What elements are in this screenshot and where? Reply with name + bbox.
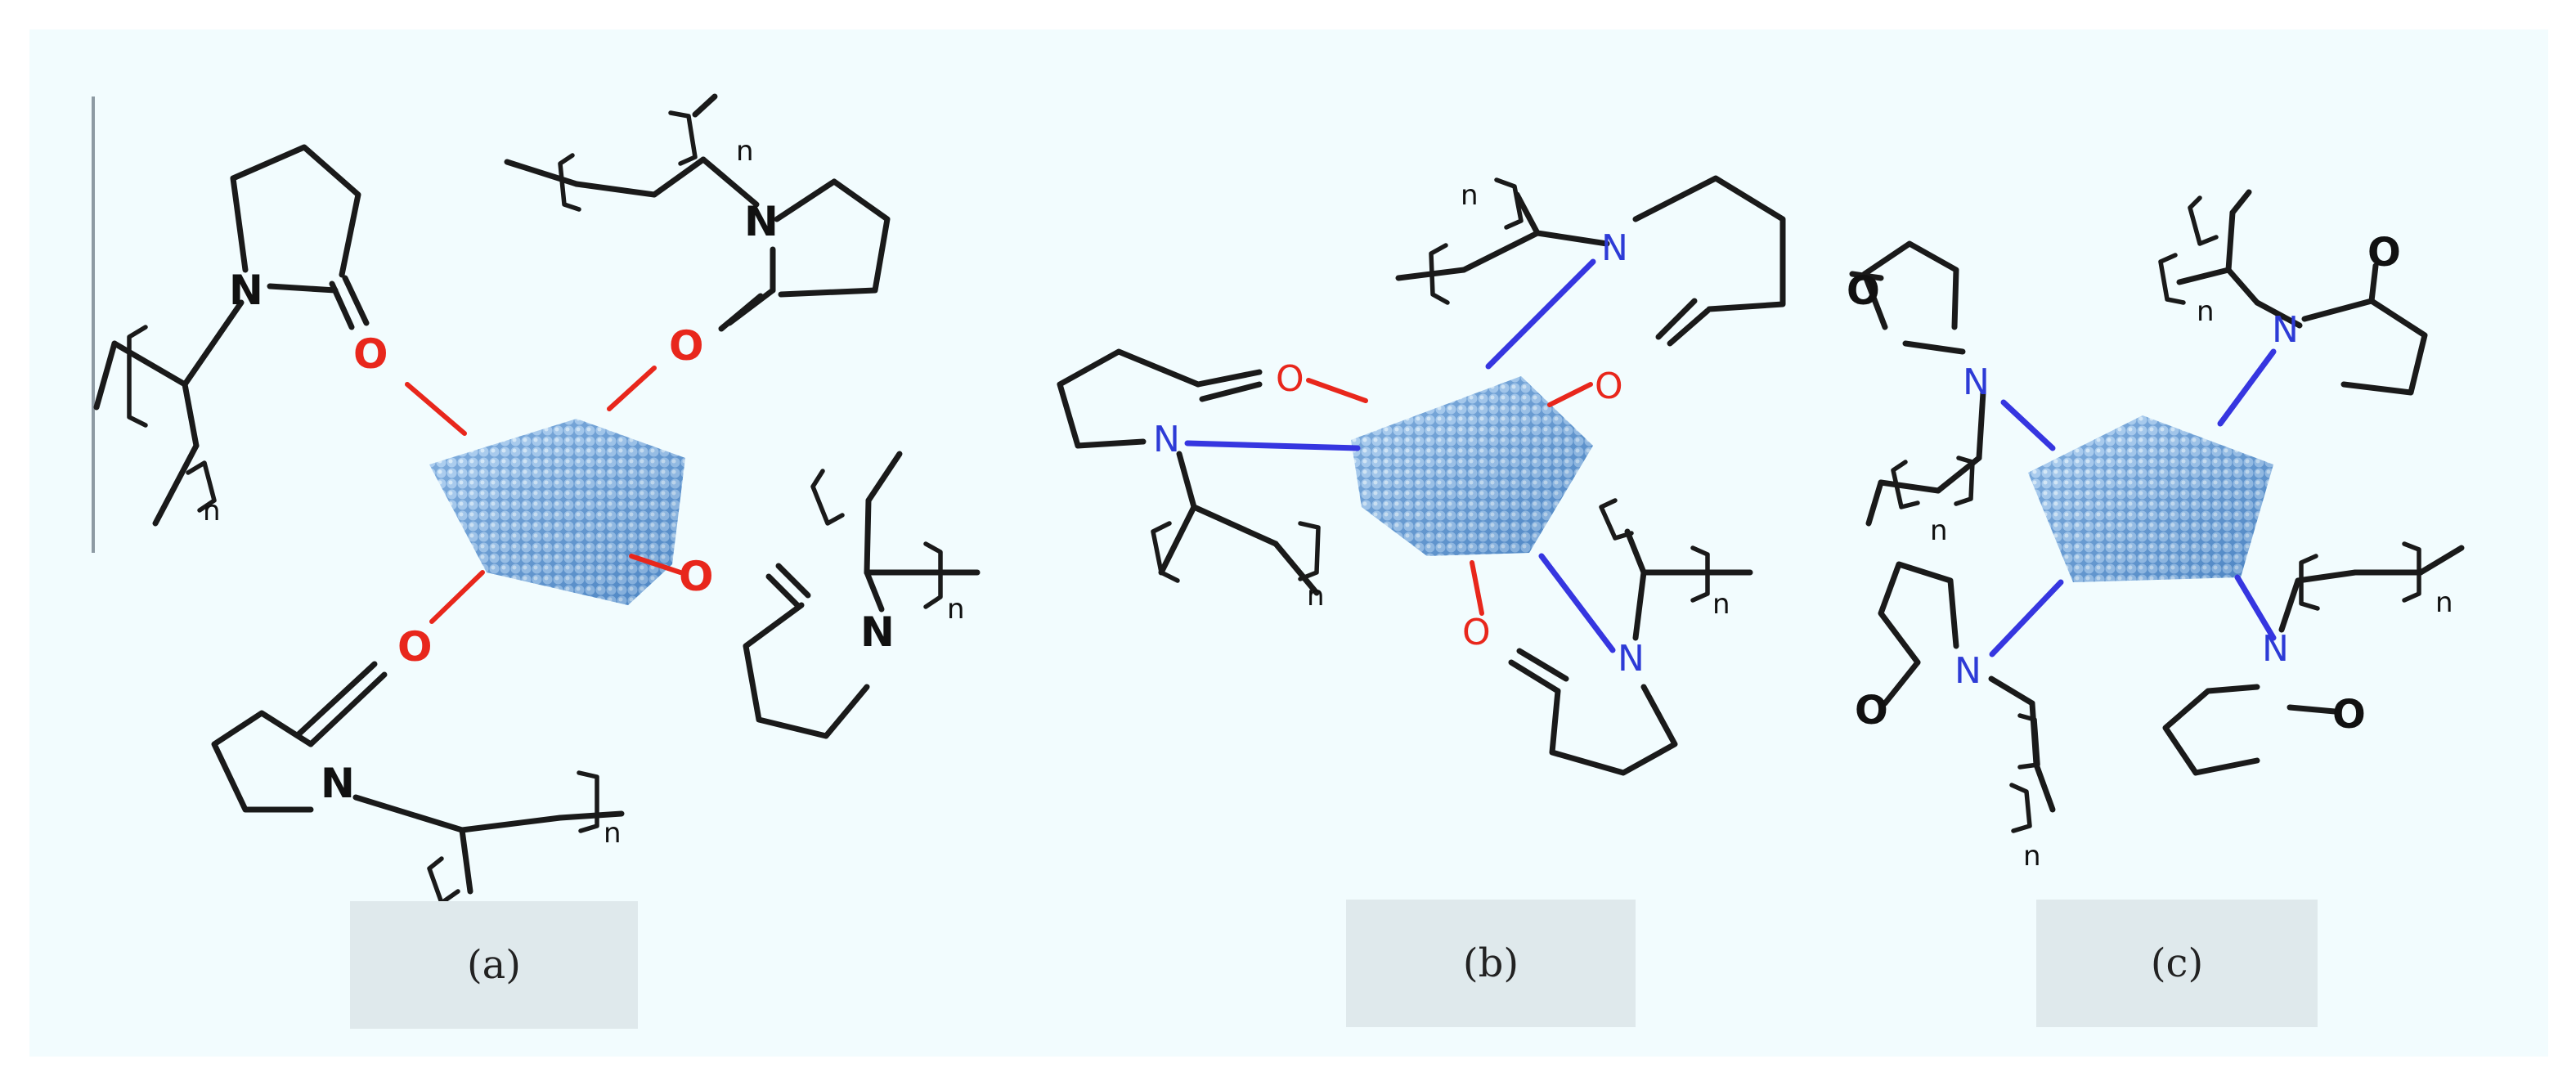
svg-text:n: n — [203, 495, 221, 527]
pvp-unit-a2: N O n — [504, 93, 891, 411]
nanoparticle-b — [1351, 376, 1593, 556]
svg-text:n: n — [2435, 586, 2453, 619]
svg-text:O: O — [1595, 366, 1623, 407]
svg-text:N: N — [860, 608, 895, 656]
svg-text:N: N — [321, 760, 355, 807]
pvp-unit-a1: N O n — [93, 144, 467, 527]
svg-text:N: N — [2262, 628, 2289, 670]
svg-text:n: n — [1712, 588, 1730, 621]
caption-a: (a) — [350, 901, 638, 1029]
panel-c: N O n N O n — [1847, 189, 2465, 873]
svg-text:N: N — [744, 198, 779, 245]
svg-text:N: N — [1954, 650, 1981, 692]
svg-text:N: N — [1153, 419, 1180, 460]
svg-text:N: N — [1601, 227, 1628, 269]
nanoparticle-c — [2028, 415, 2273, 582]
pvp-unit-c4: N O n — [2162, 541, 2465, 776]
pvp-unit-a4: N O n — [211, 570, 625, 905]
svg-text:O: O — [2332, 692, 2366, 738]
svg-text:n: n — [604, 817, 622, 850]
svg-text:n: n — [1930, 514, 1948, 547]
svg-text:n: n — [736, 135, 754, 168]
panel-b: N O n N O n — [1057, 175, 1786, 776]
svg-text:O: O — [1855, 688, 1888, 734]
caption-a-label: (a) — [466, 942, 522, 988]
svg-text:O: O — [397, 623, 433, 671]
pvp-unit-b3: N O n — [1462, 498, 1753, 776]
svg-text:n: n — [1307, 580, 1325, 613]
svg-text:N: N — [1963, 361, 1990, 403]
panel-a: N O n N O n — [93, 93, 981, 905]
caption-b-label: (b) — [1462, 940, 1519, 986]
nanoparticle-a — [429, 419, 685, 605]
svg-text:O: O — [1462, 612, 1491, 653]
svg-text:O: O — [669, 322, 704, 370]
caption-c-label: (c) — [2150, 940, 2204, 986]
svg-text:N: N — [1618, 638, 1645, 680]
pvp-unit-c3: N O n — [1855, 561, 2064, 873]
svg-text:n: n — [947, 593, 965, 626]
caption-c: (c) — [2036, 900, 2318, 1027]
pvp-unit-c1: N O n — [2158, 189, 2428, 427]
svg-text:O: O — [353, 330, 388, 378]
svg-text:O: O — [1276, 358, 1304, 400]
svg-text:N: N — [229, 267, 263, 314]
pvp-unit-b1: N O n — [1057, 348, 1368, 613]
svg-text:O: O — [2367, 230, 2401, 276]
svg-text:n: n — [2197, 295, 2215, 328]
svg-text:N: N — [2272, 309, 2299, 351]
caption-b: (b) — [1346, 900, 1636, 1027]
svg-text:O: O — [1847, 268, 1880, 314]
svg-text:n: n — [1461, 179, 1479, 212]
pvp-unit-a3: N O n — [629, 451, 981, 739]
pvp-unit-b2: N O n — [1395, 175, 1786, 407]
pvp-unit-c2: N O n — [1847, 240, 2056, 547]
svg-text:O: O — [679, 553, 714, 600]
svg-text:n: n — [2023, 840, 2041, 873]
